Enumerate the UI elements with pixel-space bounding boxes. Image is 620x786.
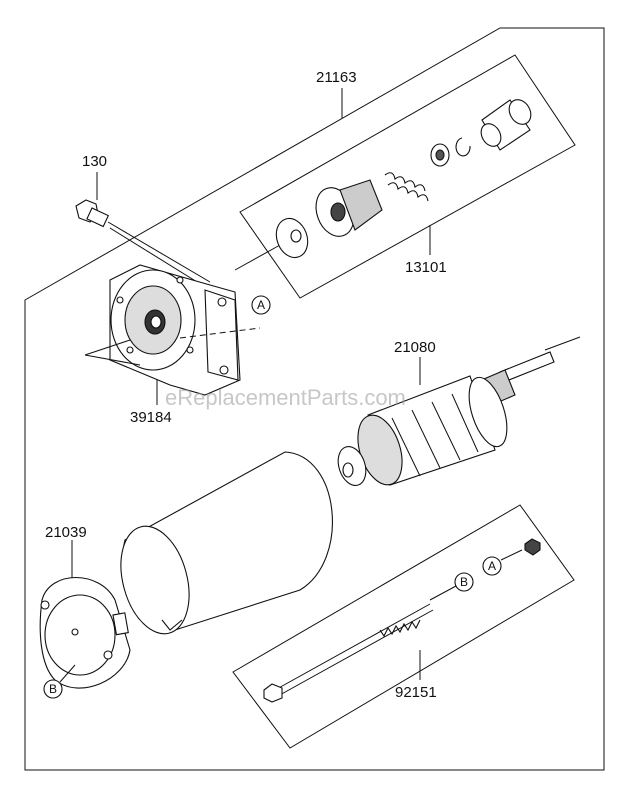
armature-21080: [337, 336, 581, 486]
bracket-39184: [84, 264, 261, 396]
through-bolt-92151: [263, 538, 541, 703]
svg-text:A: A: [257, 298, 265, 312]
ref-b-bolt: B: [429, 572, 474, 601]
kit-13101-outline: [239, 54, 576, 299]
ref-a-nut: A: [482, 549, 523, 576]
part-label-39184: 39184: [130, 409, 172, 426]
ref-a-bracket: A: [251, 295, 271, 315]
pinion-kit-parts: [234, 99, 532, 271]
part-label-21163: 21163: [316, 69, 357, 86]
part-label-92151: 92151: [395, 684, 437, 701]
part-label-21080: 21080: [394, 339, 436, 356]
assembly-21163-outline: [24, 27, 605, 771]
ref-b-cover: B: [43, 664, 76, 699]
part-label-21039: 21039: [45, 524, 87, 541]
svg-text:B: B: [49, 682, 57, 696]
part-label-13101: 13101: [405, 259, 447, 276]
kit-92151-outline: [232, 504, 575, 749]
end-cover-21039: [39, 577, 131, 689]
svg-text:A: A: [488, 559, 496, 573]
watermark: eReplacementParts.com: [165, 385, 406, 410]
bolt-130: [75, 199, 211, 291]
svg-text:B: B: [460, 575, 468, 589]
yoke-housing: [120, 451, 333, 635]
part-label-130: 130: [82, 153, 107, 170]
